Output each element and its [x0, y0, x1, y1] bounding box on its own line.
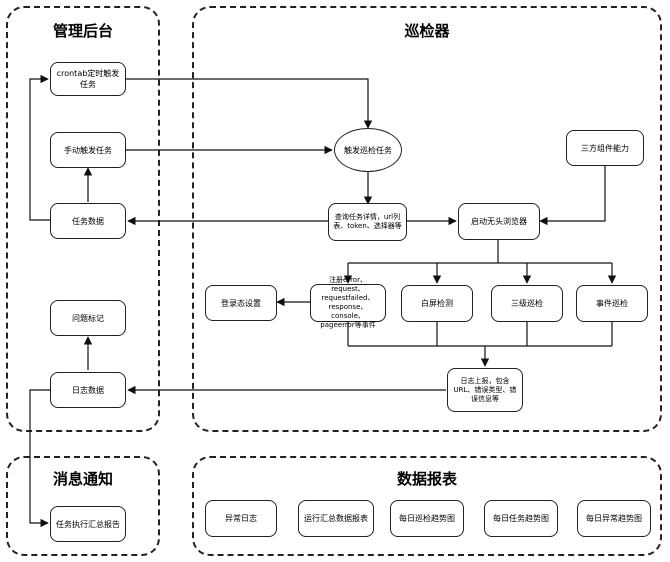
inspector-panel-title: 巡检器 — [404, 22, 450, 40]
issue-mark-node[interactable]: 问题标记 — [50, 300, 126, 336]
admin-panel: 管理后台 — [6, 6, 160, 432]
daily-task-trend-node[interactable]: 每日任务趋势图 — [484, 500, 558, 537]
inspector-panel: 巡检器 — [192, 6, 662, 432]
notify-panel-title: 消息通知 — [52, 470, 113, 488]
abnormal-log-node[interactable]: 异常日志 — [205, 500, 277, 537]
report-panel: 数据报表 — [192, 456, 662, 556]
arrow-taskdata-to-crontab — [29, 74, 50, 221]
daily-inspect-trend-node[interactable]: 每日巡检趋势图 — [390, 500, 464, 537]
level3-inspect-node[interactable]: 三级巡检 — [491, 285, 563, 322]
trigger-inspect-node[interactable]: 触发巡检任务 — [334, 128, 402, 172]
manual-trigger-node[interactable]: 手动触发任务 — [50, 132, 126, 168]
report-panel-title: 数据报表 — [396, 470, 457, 488]
run-summary-node[interactable]: 运行汇总数据报表 — [298, 500, 374, 537]
register-events-node[interactable]: 注册error、request、requestfailed、response、c… — [310, 276, 386, 329]
log-data-node[interactable]: 日志数据 — [50, 372, 126, 408]
arrow-thirdparty-to-launch — [539, 160, 606, 226]
launch-browser-node[interactable]: 启动无头浏览器 — [458, 203, 540, 240]
arrow-logdata-to-summary — [29, 389, 50, 528]
admin-panel-title: 管理后台 — [52, 22, 113, 40]
summary-report-node[interactable]: 任务执行汇总报告 — [50, 506, 126, 542]
daily-abnormal-trend-node[interactable]: 每日异常趋势图 — [577, 500, 651, 537]
crontab-trigger-node[interactable]: crontab定时触发任务 — [50, 62, 126, 96]
event-inspect-node[interactable]: 事件巡检 — [576, 285, 648, 322]
login-state-node[interactable]: 登录态设置 — [205, 285, 277, 321]
query-task-node[interactable]: 查询任务详情，url列表、token、选择器等 — [328, 203, 407, 241]
arrow-crontab-to-trigger — [126, 78, 373, 129]
notify-panel: 消息通知 — [6, 456, 160, 556]
log-report-node[interactable]: 日志上报，包含URL、错误类型、错误信息等 — [447, 368, 523, 412]
third-party-node[interactable]: 三方组件能力 — [566, 130, 644, 166]
white-screen-node[interactable]: 白屏检测 — [401, 285, 473, 322]
task-data-node[interactable]: 任务数据 — [50, 203, 126, 239]
